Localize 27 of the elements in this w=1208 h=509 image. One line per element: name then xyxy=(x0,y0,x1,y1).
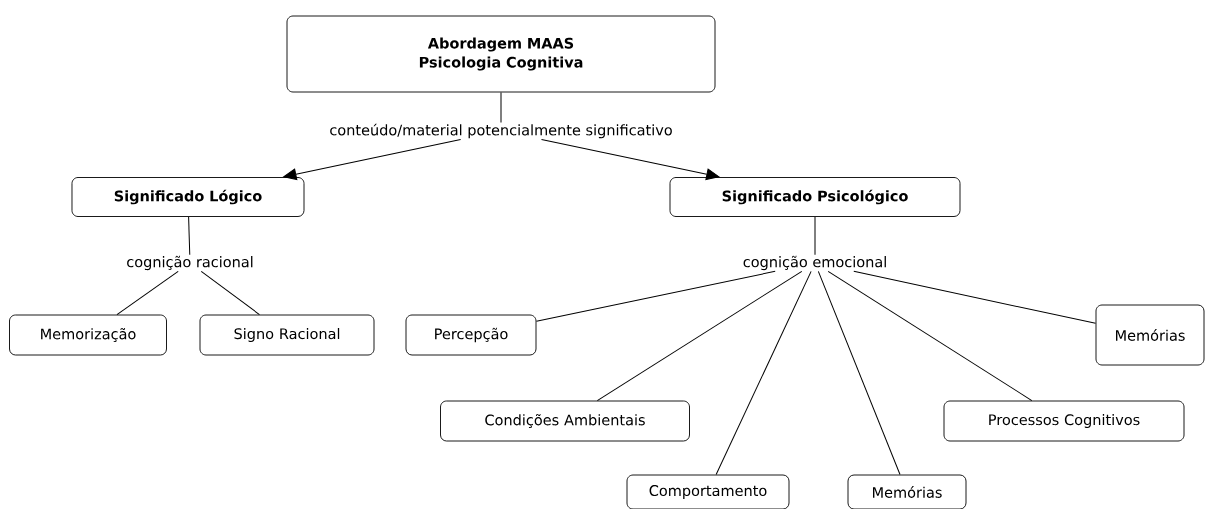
concept-box: Significado Lógico xyxy=(71,177,305,217)
connector xyxy=(116,270,179,316)
connector xyxy=(283,139,462,180)
linking-phrase: cognição racional xyxy=(125,254,255,272)
concept-box: Percepção xyxy=(405,314,537,356)
connector xyxy=(200,270,260,316)
concept-box: Memorização xyxy=(9,314,167,356)
concept-box: Condições Ambientais xyxy=(440,400,690,442)
concept-box: Processos Cognitivos xyxy=(943,400,1185,442)
concept-box: Comportamento xyxy=(626,474,790,509)
linking-phrase: cognição emocional xyxy=(741,254,889,272)
connector xyxy=(596,270,803,402)
connector xyxy=(541,139,720,181)
concept-box: Signo Racional xyxy=(199,314,375,356)
connector xyxy=(535,270,776,322)
concept-box: Abordagem MAAS Psicologia Cognitiva xyxy=(286,15,716,93)
linking-phrase: conteúdo/material potencialmente significativo xyxy=(328,122,674,140)
connector xyxy=(500,91,502,123)
concept-box: Memórias xyxy=(847,474,967,509)
concept-box: Memórias xyxy=(1095,304,1205,366)
connector xyxy=(814,216,816,256)
connector xyxy=(188,216,191,256)
connector xyxy=(853,270,1097,324)
connector xyxy=(827,270,1033,402)
connector xyxy=(817,270,901,476)
concept-box: Significado Psicológico xyxy=(669,177,961,217)
connector xyxy=(715,270,812,476)
